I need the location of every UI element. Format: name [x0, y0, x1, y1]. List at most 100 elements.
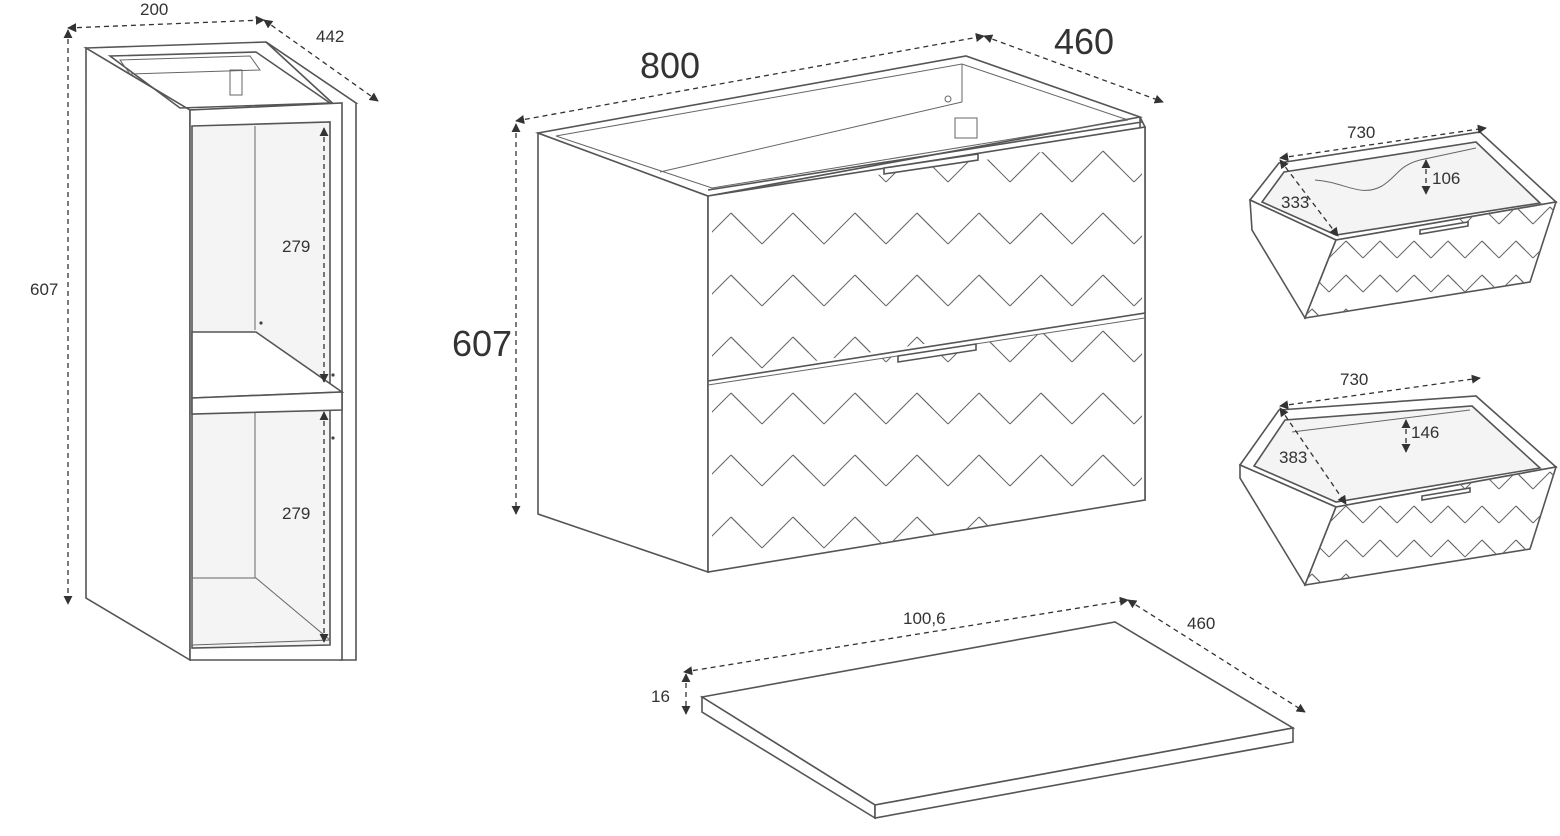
pattern-stroke — [1379, 573, 1398, 585]
pattern-stroke — [1165, 455, 1196, 486]
pattern-stroke — [1040, 212, 1057, 229]
pattern-stroke — [1165, 331, 1181, 347]
pattern-stroke — [1102, 516, 1135, 549]
pattern-stroke — [916, 516, 933, 533]
top-drawer-dimensions — [1279, 124, 1487, 237]
pattern-stroke — [885, 274, 918, 307]
pattern-stroke — [1532, 274, 1551, 293]
pattern-stroke — [1133, 392, 1142, 425]
pattern-stroke — [1102, 212, 1119, 229]
pattern-stroke — [1040, 330, 1057, 347]
pattern-stroke — [1362, 274, 1381, 293]
pattern-stroke — [1396, 240, 1415, 259]
pattern-stroke — [730, 392, 747, 409]
top-drawer-handle-icon — [883, 153, 979, 175]
pattern-stroke — [1165, 275, 1181, 291]
pattern-stroke — [1498, 471, 1517, 490]
pattern-stroke — [1102, 516, 1119, 533]
vanity-cabinet — [534, 55, 1196, 574]
pattern-stroke — [1549, 308, 1556, 318]
vanity-dimensions — [511, 32, 1164, 515]
side-cabinet — [83, 41, 359, 662]
pattern-stroke — [792, 336, 809, 353]
side-cabinet-lower-shelf-label: 279 — [282, 504, 310, 523]
pattern-stroke — [1464, 308, 1483, 318]
pattern-stroke — [1481, 573, 1500, 585]
pattern-stroke — [792, 274, 809, 291]
pattern-stroke — [1498, 206, 1517, 225]
pattern-stroke — [712, 516, 732, 549]
pattern-stroke — [1102, 274, 1119, 291]
pattern-stroke — [1447, 539, 1457, 549]
pattern-stroke — [1549, 240, 1556, 250]
vanity-depth-label: 460 — [1054, 21, 1114, 62]
pattern-stroke — [1071, 392, 1104, 425]
pattern-stroke — [1165, 337, 1181, 353]
pattern-stroke — [1550, 173, 1560, 190]
pattern-stroke — [1311, 573, 1321, 583]
pattern-stroke — [1413, 573, 1423, 583]
pattern-stroke — [1165, 393, 1196, 424]
side-cabinet-dimensions — [63, 15, 379, 643]
pattern-stroke — [978, 274, 995, 291]
pattern-stroke — [1328, 505, 1347, 524]
pattern-stroke — [761, 392, 794, 425]
pattern-stroke — [1498, 573, 1517, 585]
pattern-stroke — [1413, 505, 1423, 515]
top-drawer-height-label: 106 — [1432, 169, 1460, 188]
pattern-stroke — [854, 274, 871, 291]
pattern-stroke — [978, 212, 995, 229]
pattern-stroke — [1040, 392, 1057, 409]
pattern-stroke — [916, 274, 933, 291]
pattern-stroke — [1165, 455, 1181, 471]
pattern-stroke — [1165, 393, 1181, 409]
pattern-stroke — [885, 392, 918, 425]
pattern-stroke — [1430, 240, 1449, 259]
pattern-stroke — [1515, 573, 1534, 585]
top-drawer-depth-label: 333 — [1281, 193, 1309, 212]
pattern-stroke — [823, 454, 856, 487]
pattern-stroke — [1413, 274, 1423, 284]
pattern-stroke — [1379, 240, 1389, 250]
pattern-stroke — [1515, 308, 1534, 318]
pattern-stroke — [854, 212, 871, 229]
pattern-stroke — [1481, 240, 1491, 250]
pattern-stroke — [1413, 308, 1432, 318]
pattern-stroke — [1396, 539, 1415, 558]
bottom-drawer-handle-icon — [897, 343, 977, 363]
pattern-stroke — [1071, 454, 1104, 487]
pattern-stroke — [1464, 539, 1483, 558]
pattern-stroke — [1447, 573, 1466, 585]
pattern-stroke — [1550, 173, 1559, 182]
pattern-stroke — [761, 336, 794, 369]
pattern-stroke — [1165, 89, 1181, 105]
pattern-stroke — [1447, 308, 1466, 318]
pattern-stroke — [1165, 269, 1196, 300]
pattern-stroke — [1532, 206, 1551, 225]
pattern-stroke — [1464, 274, 1483, 293]
pattern-stroke — [1515, 539, 1525, 549]
pattern-stroke — [730, 454, 747, 471]
pattern-stroke — [1040, 274, 1057, 291]
bottom-drawer-height-label: 146 — [1411, 423, 1439, 442]
pattern-stroke — [1071, 274, 1104, 307]
top-drawer-small-handle-icon — [1419, 221, 1469, 235]
pattern-stroke — [1549, 573, 1556, 583]
pattern-stroke — [1532, 471, 1551, 490]
pattern-stroke — [1464, 573, 1483, 585]
pattern-stroke — [1515, 573, 1525, 583]
pattern-stroke — [1165, 213, 1196, 244]
pattern-stroke — [1549, 274, 1556, 284]
pattern-stroke — [1009, 150, 1042, 183]
pattern-stroke — [1498, 308, 1517, 318]
pattern-stroke — [1498, 505, 1517, 524]
side-cabinet-width-label: 200 — [140, 0, 168, 19]
bottom-drawer-depth-label: 383 — [1279, 448, 1307, 467]
pattern-stroke — [761, 454, 794, 487]
pattern-stroke — [1430, 539, 1449, 558]
pattern-stroke — [1550, 438, 1560, 455]
pattern-stroke — [947, 392, 980, 425]
pattern-stroke — [1071, 330, 1104, 363]
pattern-stroke — [1165, 275, 1196, 306]
pattern-stroke — [1328, 539, 1347, 558]
